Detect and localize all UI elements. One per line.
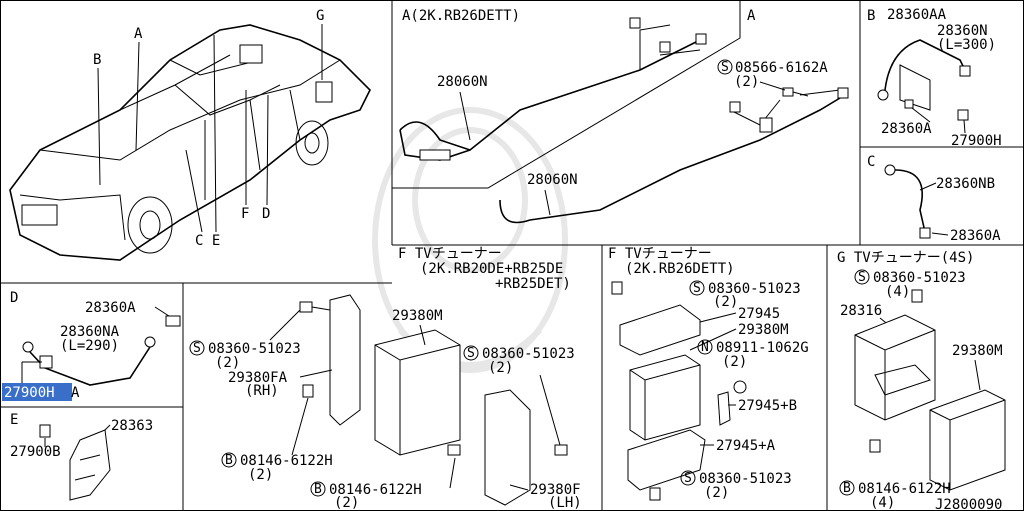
f2-screw-top: 08360-51023 [708, 281, 801, 297]
f2-subtitle: (2K.RB26DETT) [625, 261, 735, 277]
panel-b-tag: B [867, 8, 875, 24]
g-tuner: 29380M [952, 343, 1003, 359]
f1-bracket-lh: 29380F [530, 482, 581, 498]
f1-bolt2: 08146-6122H [329, 482, 422, 498]
svg-text:S: S [858, 270, 866, 285]
b-clip-label: 27900H [951, 133, 1002, 149]
svg-text:B: B [843, 481, 851, 496]
d-clip-highlight[interactable]: 27900H [4, 385, 55, 401]
f1-bolt-qty: (2) [248, 467, 273, 483]
f2-nut-qty: (2) [722, 354, 747, 370]
panel-e-tag: E [10, 412, 18, 428]
f1-subtitle2: +RB25DET) [495, 276, 571, 292]
callout-f: F [241, 206, 249, 222]
svg-text:S: S [684, 471, 692, 486]
e-clip-label: 27900B [10, 444, 61, 460]
svg-text:B: B [225, 453, 233, 468]
g-screw-qty: (4) [885, 284, 910, 300]
callout-ce: C E [195, 233, 220, 249]
svg-text:S: S [193, 341, 201, 356]
panel-c-tag: C [867, 154, 875, 170]
f1-bracket-rh: 29380FA [228, 370, 288, 386]
panel-g: G TVチューナー(4S) S 08360-51023 (4) 28316 29… [837, 250, 1006, 511]
f1-screw-right-qty: (2) [488, 360, 513, 376]
f1-screw-left-qty: (2) [215, 355, 240, 371]
e-bracket-label: 28363 [111, 418, 153, 434]
f1-bolt2-qty: (2) [334, 495, 359, 511]
f1-tuner-label: 29380M [392, 308, 443, 324]
b-cable2-len: (L=300) [937, 37, 996, 53]
f1-subtitle1: (2K.RB20DE+RB25DE [420, 261, 563, 277]
f1-screw-right: 08360-51023 [482, 346, 575, 362]
panel-d-tag: D [10, 290, 18, 306]
panel-f1: F TVチューナー (2K.RB20DE+RB25DE +RB25DET) 29… [189, 246, 582, 511]
d-clip-highlight-box [2, 383, 72, 401]
d-screw-label: 28360A [85, 300, 136, 316]
panel-a-title: A(2K.RB26DETT) [402, 8, 520, 24]
diagram-code: J2800090 [935, 497, 1002, 511]
panel-b: B 28360AA 28360N (L=300) 28360A 27900H [867, 7, 1002, 149]
d-clip-suffix: A [71, 385, 80, 401]
b-cable-label: 28360AA [887, 7, 947, 23]
f2-nut: 08911-1062G [716, 340, 809, 356]
svg-text:S: S [693, 281, 701, 296]
svg-text:B: B [314, 482, 322, 497]
g-bolt-qty: (4) [870, 495, 895, 511]
panel-e: E 27900B 28363 [10, 412, 153, 501]
callout-d: D [262, 206, 270, 222]
f2-screw-bottom-qty: (2) [704, 485, 729, 501]
callout-a: A [134, 26, 143, 42]
car-overview: B A G C E F D [9, 8, 371, 261]
bolt-qty: (2) [734, 74, 759, 90]
panel-a: A(2K.RB26DETT) A 28060N 28060N S 08566-6… [399, 8, 849, 224]
panel-a-tag: A [747, 8, 756, 24]
f2-screw-bottom: 08360-51023 [699, 471, 792, 487]
svg-text:S: S [467, 346, 475, 361]
g-bolt: 08146-6122H [858, 481, 951, 497]
panel-d: D 28360A 28360NA (L=290) 27900H A [2, 290, 181, 401]
f2-bracket: 27945 [738, 306, 780, 322]
f2-screw-top-qty: (2) [713, 294, 738, 310]
watermark [372, 107, 568, 373]
callout-g: G [316, 8, 324, 24]
harness-upper-label: 28060N [437, 74, 488, 90]
d-cable-len: (L=290) [60, 338, 119, 354]
svg-text:N: N [701, 340, 709, 355]
f2-plate-a: 27945+A [716, 438, 776, 454]
f2-plate-b: 27945+B [738, 398, 797, 414]
c-cable-label: 28360NB [936, 176, 995, 192]
f2-title: F TVチューナー [608, 246, 712, 262]
f2-tuner: 29380M [738, 322, 789, 338]
b-cable2-label: 28360N [937, 23, 988, 39]
f1-rh: (RH) [245, 383, 279, 399]
bolt-label: 08566-6162A [735, 60, 828, 76]
panel-c: C 28360NB 28360A [867, 154, 1001, 244]
f1-bolt: 08146-6122H [240, 453, 333, 469]
g-bracket: 28316 [840, 303, 882, 319]
d-cable-label: 28360NA [60, 324, 120, 340]
b-screw-label: 28360A [881, 121, 932, 137]
g-screw: 08360-51023 [873, 270, 966, 286]
panel-f2: F TVチューナー (2K.RB26DETT) S 08360-51023 (2… [608, 246, 809, 501]
harness-lower-label: 28060N [527, 172, 578, 188]
c-screw-label: 28360A [950, 228, 1001, 244]
f1-lh: (LH) [548, 495, 582, 511]
svg-text:S: S [721, 60, 729, 75]
g-title: G TVチューナー(4S) [837, 250, 974, 266]
f1-title: F TVチューナー [398, 246, 502, 262]
f1-screw-left: 08360-51023 [208, 341, 301, 357]
callout-b: B [93, 52, 101, 68]
